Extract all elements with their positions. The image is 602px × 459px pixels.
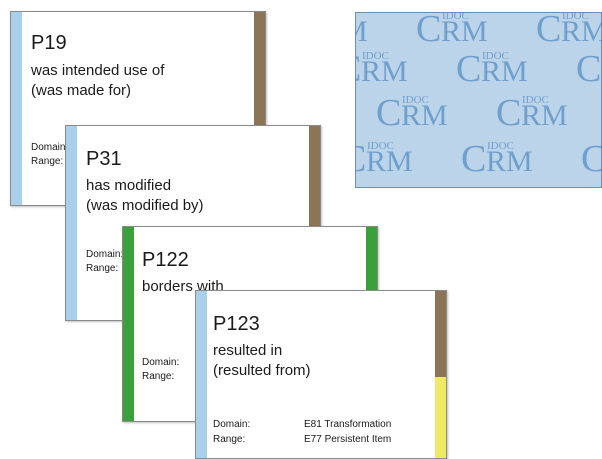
crm-logo-rm: RM [361,55,408,88]
card-left-bar [66,126,77,320]
property-inverse-label: (was made for) [31,82,132,99]
crm-logo-c: C [376,92,401,134]
crm-logo-rm: RM [521,99,568,132]
range-label: Range: [86,263,119,274]
domain-label: Domain: [213,419,251,430]
crm-logo-c: C [576,48,601,90]
crm-logo-rm: RM [486,145,533,178]
domain-label: Domain: [86,249,124,260]
cidoc-crm-logo-pattern: CRMIDOCCRMIDOCCRMIDOCCRMIDOCCRMIDOCCRMID… [356,13,602,187]
property-label: resulted in [213,342,283,359]
property-code: P122 [142,249,189,271]
property-code: P123 [213,313,260,335]
crm-logo-c: C [581,138,602,180]
crm-logo-rm: RM [561,15,602,48]
property-code: P31 [86,148,122,170]
crm-logo-rm: RM [441,15,488,48]
card-right-bar [254,12,265,205]
range-label: Range: [31,156,64,167]
crm-logo-superscript: IDOC [402,94,429,106]
property-inverse-label: (resulted from) [213,362,311,379]
card-right-bar [435,291,446,458]
crm-logo-superscript: IDOC [367,140,394,152]
card-left-bar [196,291,207,458]
crm-logo-rm: RM [356,15,368,48]
crm-logo-rm: RM [401,99,448,132]
crm-logo-superscript: IDOC [482,50,509,62]
crm-logo-c: C [356,138,366,180]
domain-value: E81 Transformation [304,419,392,430]
range-label: Range: [142,371,175,382]
card-right-bar [309,126,320,320]
crm-logo-c: C [496,92,521,134]
card-left-bar [123,227,134,421]
property-label: was intended use of [31,62,165,79]
property-code: P19 [31,32,67,54]
range-label: Range: [213,434,246,445]
property-inverse-label: (was modified by) [86,197,204,214]
crm-logo-c: C [536,13,561,50]
crm-logo-c: C [456,48,481,90]
crm-logo-superscript: IDOC [362,50,389,62]
crm-logo-superscript: IDOC [562,13,589,22]
crm-logo-c: C [356,48,361,90]
property-card-p123[interactable]: P123 resulted in (resulted from) Domain:… [195,290,447,459]
card-left-bar [11,12,22,205]
card-right-bar-top [435,291,446,377]
domain-label: Domain: [142,357,180,368]
crm-logo-superscript: IDOC [442,13,469,22]
crm-logo-superscript: IDOC [522,94,549,106]
crm-logo-rm: RM [366,145,413,178]
crm-logo-rm: RM [481,55,528,88]
property-label: has modified [86,177,172,194]
crm-logo-superscript: IDOC [487,140,514,152]
domain-label: Domain: [31,142,69,153]
crm-logo-c: C [416,13,441,50]
range-value: E77 Persistent Item [304,434,392,445]
cidoc-crm-logo: CRMIDOCCRMIDOCCRMIDOCCRMIDOCCRMIDOCCRMID… [355,12,602,188]
card-right-bar-bottom [435,377,446,458]
crm-logo-c: C [461,138,486,180]
